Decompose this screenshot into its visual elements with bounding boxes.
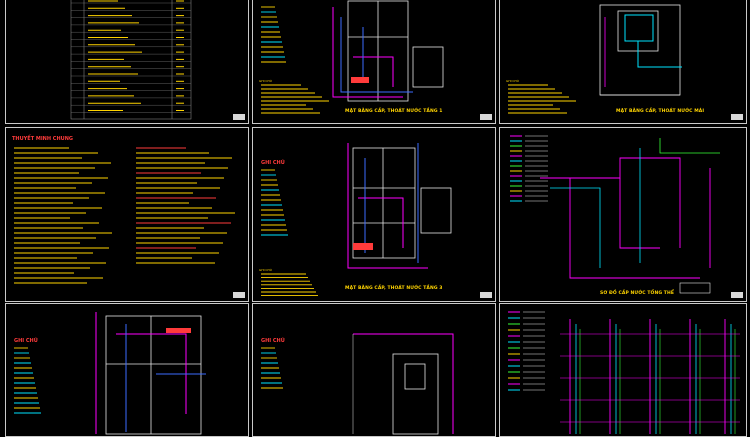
plan-bottom-left-drawing — [14, 312, 206, 435]
sheet-water-supply-riser[interactable]: SƠ ĐỒ CẤP NƯỚC TỔNG THỂ — [499, 127, 747, 302]
title-block — [233, 292, 245, 298]
riser-diagram-drawing — [510, 135, 720, 294]
index-table-drawing — [70, 0, 192, 120]
sheet-index-table[interactable] — [5, 0, 249, 124]
title-block — [233, 114, 245, 120]
sheet-title: MẶT BẰNG CẤP, THOÁT NƯỚC TẦNG 1 — [345, 109, 443, 114]
sheet-title: MẶT BẰNG CẤP, THOÁT NƯỚC TẦNG 3 — [345, 286, 443, 291]
sheet-title: MẶT BẰNG CẤP, THOÁT NƯỚC MÁI — [616, 109, 705, 114]
title-block — [731, 292, 743, 298]
note-heading: GHI CHÚ — [506, 79, 519, 83]
title-block — [480, 292, 492, 298]
spec-heading: THUYẾT MINH CHUNG — [12, 136, 73, 142]
sheet-general-specification[interactable]: THUYẾT MINH CHUNG — [5, 127, 249, 302]
legend-heading: GHI CHÚ — [14, 338, 38, 344]
floor1-plan-drawing — [261, 0, 444, 114]
roof-plan-drawing — [508, 4, 682, 114]
title-block — [731, 114, 743, 120]
title-block — [480, 114, 492, 120]
sheet-title: SƠ ĐỒ CẤP NƯỚC TỔNG THỂ — [600, 291, 675, 296]
sheet-plan-bottom-left[interactable]: GHI CHÚ — [5, 303, 249, 437]
specification-text-lines — [14, 147, 235, 284]
note-heading: GHI CHÚ — [259, 268, 272, 272]
legend-heading: GHI CHÚ — [261, 338, 285, 344]
sheet-riser-diagram-2[interactable] — [499, 303, 747, 437]
riser-diagram-2-drawing — [508, 311, 740, 434]
sheet-plan-bottom-middle[interactable]: GHI CHÚ — [252, 303, 496, 437]
sheet-roof-plan[interactable]: GHI CHÚ MẶT BẰNG CẤP, THOÁT NƯỚC MÁI — [499, 0, 747, 124]
sheet-floor1-plan[interactable]: GHI CHÚ MẶT BẰNG CẤP, THOÁT NƯỚC TẦNG 1 — [252, 0, 496, 124]
legend-heading: GHI CHÚ — [261, 160, 285, 166]
note-heading: GHI CHÚ — [259, 79, 272, 83]
plan-bottom-middle-drawing — [261, 333, 454, 435]
floor3-plan-drawing — [261, 143, 452, 297]
sheet-floor3-plan[interactable]: GHI CHÚ GHI CHÚ MẶT BẰNG CẤP, THOÁT NƯỚC… — [252, 127, 496, 302]
